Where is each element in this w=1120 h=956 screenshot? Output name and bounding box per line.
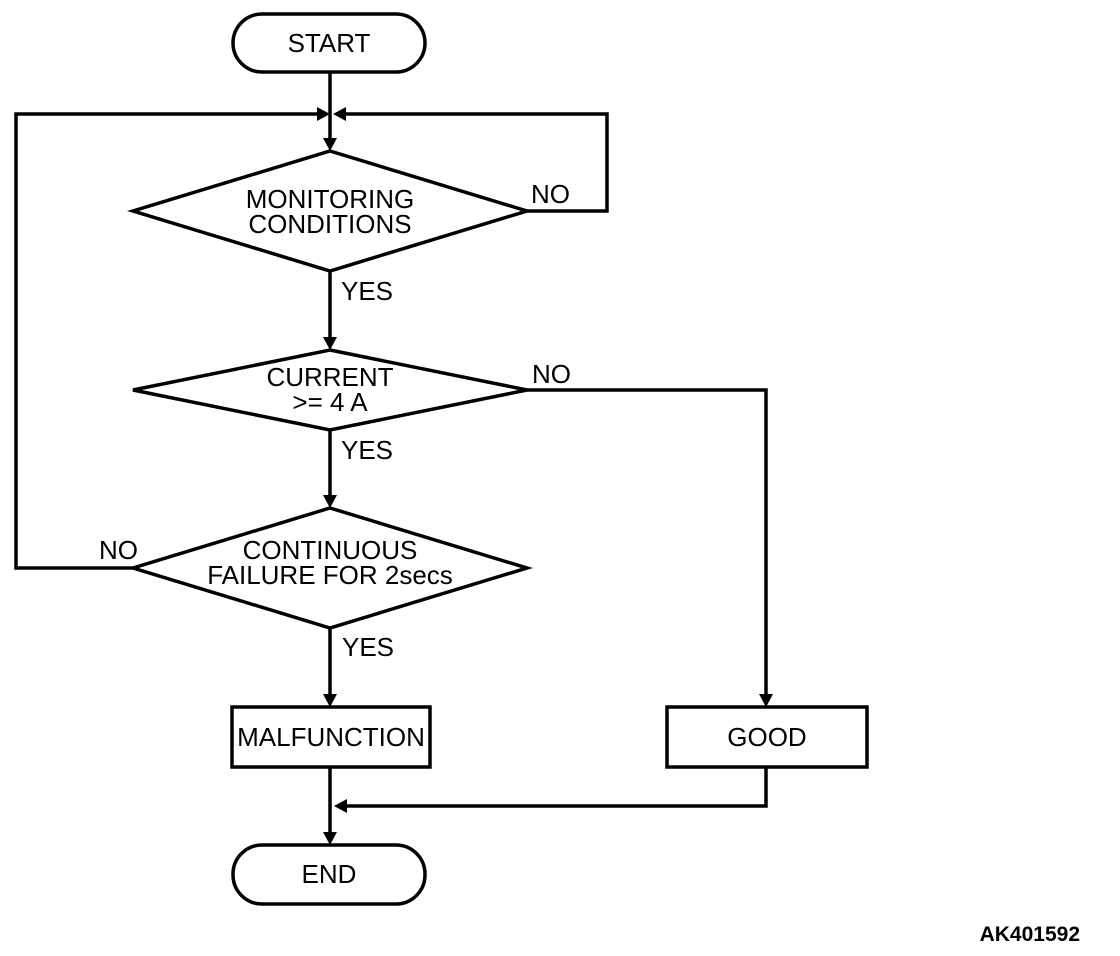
edge-label-current-no: NO (532, 359, 571, 389)
current-label-line2: >= 4 A (292, 387, 368, 417)
edge-label-monitoring-yes: YES (341, 276, 394, 306)
current-label-line1: CURRENT (266, 362, 394, 392)
monitoring-label-line1: MONITORING (245, 184, 415, 214)
malfunction-node-label: MALFUNCTION (237, 722, 425, 752)
decision-monitoring-label: MONITORING CONDITIONS (180, 184, 480, 239)
arrowhead-right-into-junction (333, 107, 346, 121)
edge-monitoring-no-loop (346, 112, 609, 213)
arrowhead-into-monitoring (323, 138, 337, 151)
malfunction-node-shape (230, 705, 432, 769)
start-node-shape (231, 12, 427, 74)
monitoring-label-line2: CONDITIONS (248, 209, 412, 239)
good-node-label: GOOD (727, 722, 807, 752)
edge-current-no (527, 388, 768, 695)
arrowhead-left-into-junction (317, 107, 330, 121)
end-node-label: END (301, 859, 357, 889)
edge-continuous-no-loop (14, 112, 318, 570)
decision-current-label: CURRENT >= 4 A (180, 362, 480, 417)
edge-label-continuous-yes: YES (342, 632, 395, 662)
arrowhead-into-continuous (323, 495, 337, 508)
continuous-label-line1: CONTINUOUS (242, 535, 418, 565)
continuous-label-line2: FAILURE FOR 2secs (207, 560, 453, 590)
arrowhead-into-malfunction (323, 694, 337, 707)
edge-good-merge (346, 767, 768, 808)
edge-label-current-yes: YES (341, 435, 394, 465)
decision-continuous-label: CONTINUOUS FAILURE FOR 2secs (155, 535, 505, 590)
figure-code: AK401592 (979, 923, 1080, 946)
decision-continuous-shape (126, 506, 534, 630)
start-node-label: START (287, 28, 371, 58)
end-node-shape (231, 843, 427, 906)
arrowhead-into-good (759, 694, 773, 707)
edge-label-monitoring-no: NO (531, 179, 570, 209)
good-node-shape (665, 705, 869, 769)
decision-monitoring-shape (126, 149, 534, 273)
arrowhead-into-end (323, 832, 337, 845)
arrowhead-merge-left (334, 799, 347, 813)
decision-current-shape (132, 348, 528, 432)
edge-label-continuous-no: NO (99, 535, 138, 565)
arrowhead-into-current (323, 337, 337, 350)
